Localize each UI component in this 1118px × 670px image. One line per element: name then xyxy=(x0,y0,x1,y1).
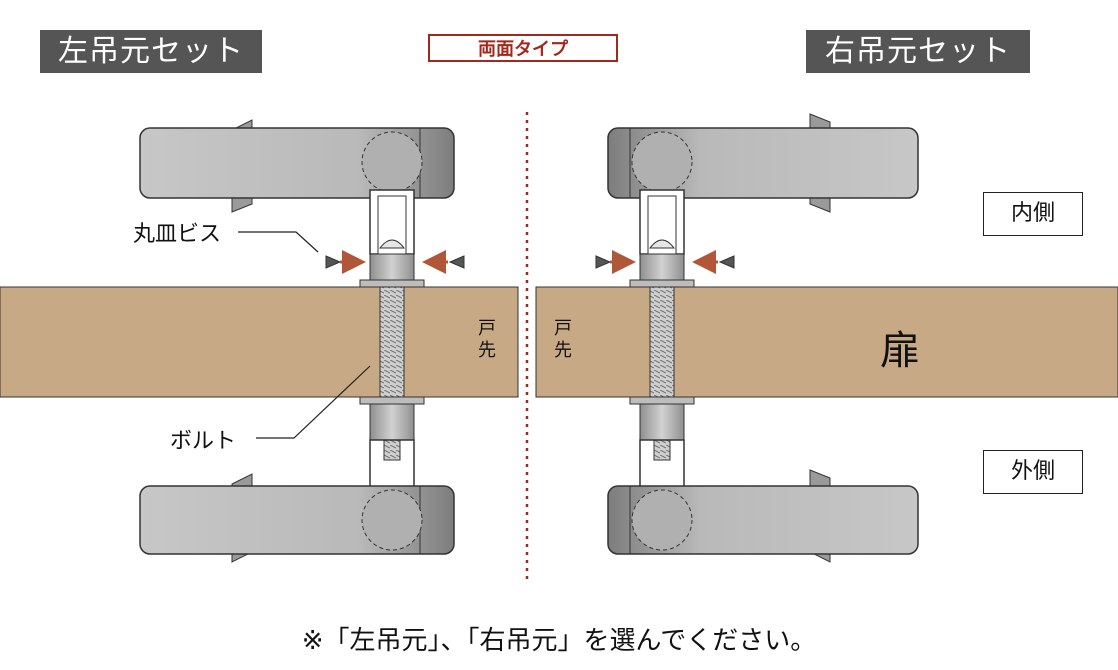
left-handle-set xyxy=(139,119,465,563)
door-edge-label-left: 戸 先 xyxy=(477,318,497,362)
door-edge-label-right: 戸 先 xyxy=(553,318,573,362)
outer-side-label: 外側 xyxy=(983,450,1083,494)
type-label: 両面タイプ xyxy=(428,34,618,62)
door-edge-right-char-2: 先 xyxy=(554,340,572,361)
door-right xyxy=(535,286,1118,398)
door-edge-left-char-1: 戸 xyxy=(478,318,496,339)
door-edge-right-char-1: 戸 xyxy=(554,318,572,339)
left-set-title: 左吊元セット xyxy=(40,30,262,73)
right-set-title: 右吊元セット xyxy=(806,30,1030,73)
footer-note: ※「左吊元」、「右吊元」を選んでください。 xyxy=(301,626,817,656)
bolt-callout: ボルト xyxy=(170,429,237,454)
bolt-leader-line xyxy=(256,365,371,439)
inner-side-label: 内側 xyxy=(983,192,1083,236)
door-label: 扉 xyxy=(880,328,920,374)
door-left xyxy=(0,286,519,398)
screw-leader-line xyxy=(238,231,319,253)
screw-callout: 丸皿ビス xyxy=(133,222,222,247)
right-handle-set xyxy=(595,113,919,563)
door-edge-left-char-2: 先 xyxy=(478,340,496,361)
